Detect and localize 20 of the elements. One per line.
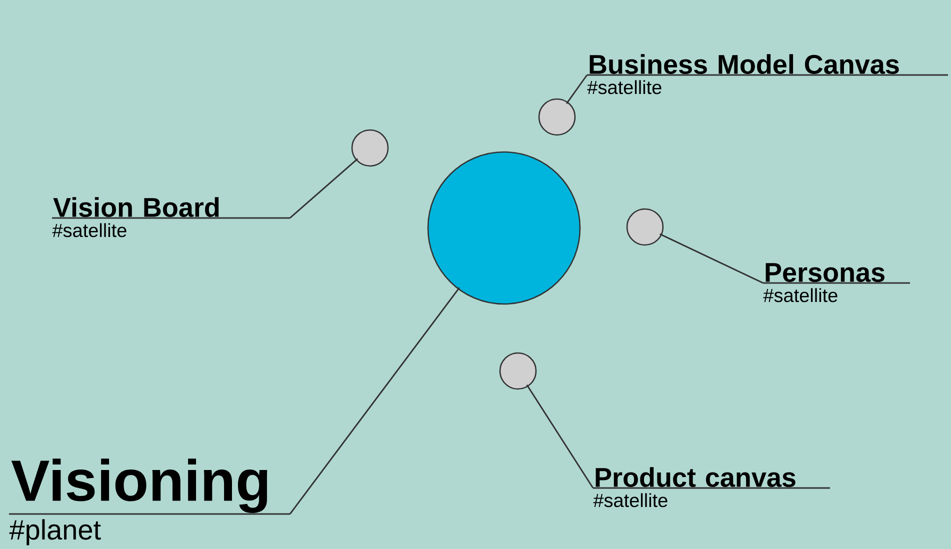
satellite-circle [351, 129, 389, 167]
underlined-heading: Visioning [9, 458, 290, 515]
satellite-circle [499, 352, 537, 390]
satellite-circle [538, 98, 576, 136]
leader-line [660, 233, 764, 284]
leader-line [526, 384, 594, 488]
underlined-heading: Product canvas [593, 467, 830, 489]
satellite-circle [626, 208, 664, 246]
tag-text: #satellite [587, 80, 662, 94]
leader-line [566, 74, 588, 104]
tag-text: #satellite [763, 288, 838, 302]
underlined-heading: Business Model Canvas [587, 54, 948, 76]
underlined-heading: Vision Board [52, 197, 290, 219]
planet-circle [427, 151, 581, 305]
tag-text: #planet [9, 519, 101, 546]
leader-line [289, 287, 460, 514]
underlined-heading: Personas [763, 263, 910, 284]
tag-text: #satellite [593, 493, 668, 508]
tag-text: #satellite [52, 223, 126, 238]
leader-line [290, 158, 358, 219]
